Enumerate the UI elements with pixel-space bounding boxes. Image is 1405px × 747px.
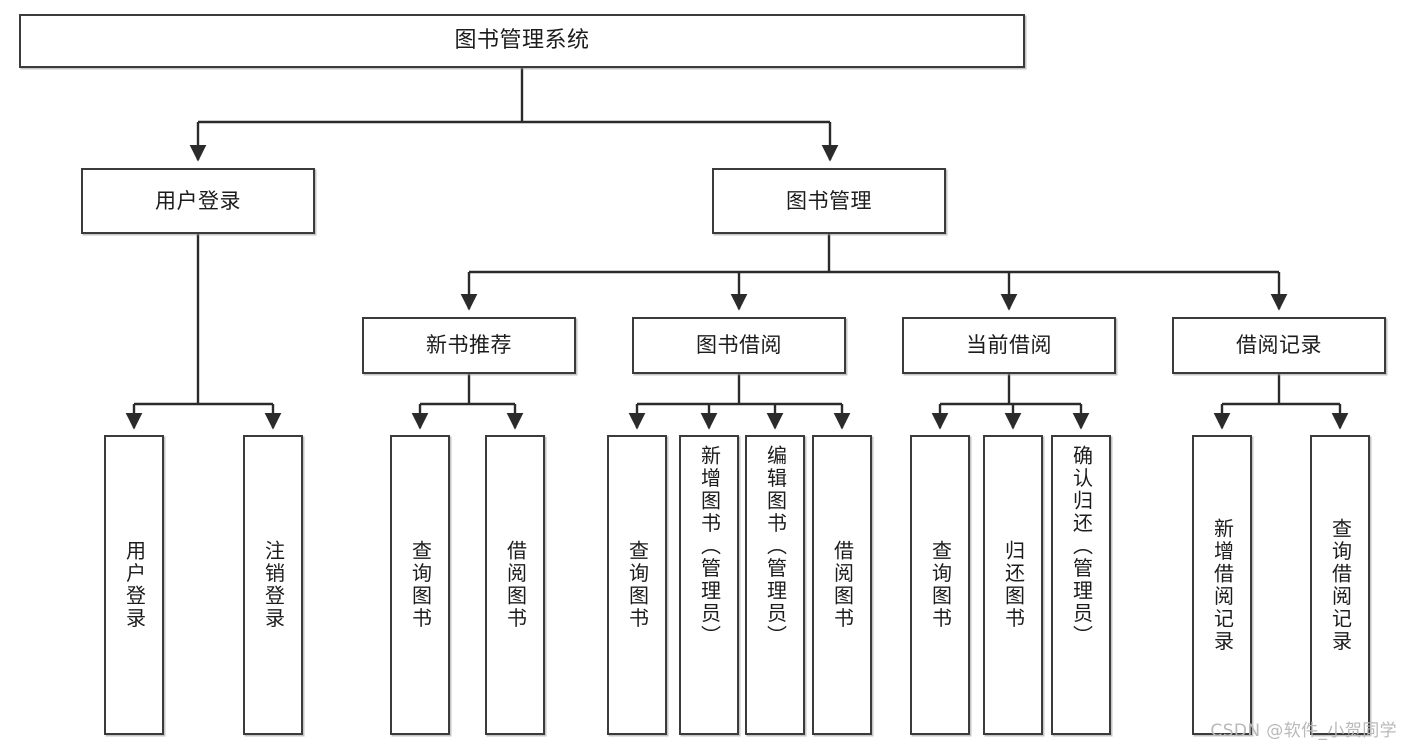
node-current-borrow-label: 当前借阅 [966, 333, 1052, 358]
node-leaf-borrow-book[interactable]: 借阅图书 [812, 435, 872, 735]
node-leaf-borrow-book-recommend-label: 借阅图书 [503, 540, 528, 630]
node-borrow-record-label: 借阅记录 [1236, 333, 1322, 358]
node-leaf-user-login[interactable]: 用户登录 [104, 435, 164, 735]
node-leaf-return-book[interactable]: 归还图书 [983, 435, 1043, 735]
node-leaf-borrow-book-recommend[interactable]: 借阅图书 [485, 435, 545, 735]
node-leaf-query-borrow-record[interactable]: 查询借阅记录 [1310, 435, 1370, 735]
node-leaf-query-book-borrow[interactable]: 查询图书 [607, 435, 667, 735]
node-leaf-borrow-book-label: 借阅图书 [830, 540, 855, 630]
node-user-login[interactable]: 用户登录 [81, 168, 315, 234]
node-leaf-user-login-label: 用户登录 [122, 540, 147, 630]
node-leaf-query-book-recommend-label: 查询图书 [408, 540, 433, 630]
node-user-login-label: 用户登录 [155, 188, 241, 213]
node-new-book-recommend[interactable]: 新书推荐 [362, 317, 576, 374]
watermark: CSDN @软件_小贺同学 [1210, 721, 1397, 741]
node-leaf-return-book-label: 归还图书 [1001, 540, 1026, 630]
node-book-manage[interactable]: 图书管理 [712, 168, 946, 234]
node-leaf-query-borrow-record-label: 查询借阅记录 [1328, 517, 1353, 653]
node-leaf-add-borrow-record[interactable]: 新增借阅记录 [1192, 435, 1252, 735]
node-current-borrow[interactable]: 当前借阅 [902, 317, 1116, 374]
node-leaf-query-book-borrow-label: 查询图书 [625, 540, 650, 630]
node-book-borrow-label: 图书借阅 [696, 333, 782, 358]
node-leaf-confirm-return-admin-label: 确认归还（管理员） [1069, 445, 1094, 648]
node-leaf-logout-login[interactable]: 注销登录 [243, 435, 303, 735]
node-root[interactable]: 图书管理系统 [19, 14, 1025, 68]
node-leaf-logout-login-label: 注销登录 [261, 540, 286, 630]
node-leaf-query-book-current-label: 查询图书 [928, 540, 953, 630]
node-leaf-query-book-recommend[interactable]: 查询图书 [390, 435, 450, 735]
node-book-manage-label: 图书管理 [786, 188, 872, 213]
node-leaf-query-book-current[interactable]: 查询图书 [910, 435, 970, 735]
node-leaf-add-book-admin-label: 新增图书（管理员） [697, 445, 722, 648]
node-borrow-record[interactable]: 借阅记录 [1172, 317, 1386, 374]
node-leaf-confirm-return-admin[interactable]: 确认归还（管理员） [1051, 435, 1111, 735]
node-book-borrow[interactable]: 图书借阅 [632, 317, 846, 374]
node-leaf-add-borrow-record-label: 新增借阅记录 [1210, 517, 1235, 653]
node-root-label: 图书管理系统 [454, 27, 590, 53]
node-new-book-recommend-label: 新书推荐 [426, 333, 512, 358]
node-leaf-edit-book-admin[interactable]: 编辑图书（管理员） [745, 435, 805, 735]
node-leaf-add-book-admin[interactable]: 新增图书（管理员） [679, 435, 739, 735]
node-leaf-edit-book-admin-label: 编辑图书（管理员） [763, 445, 788, 648]
